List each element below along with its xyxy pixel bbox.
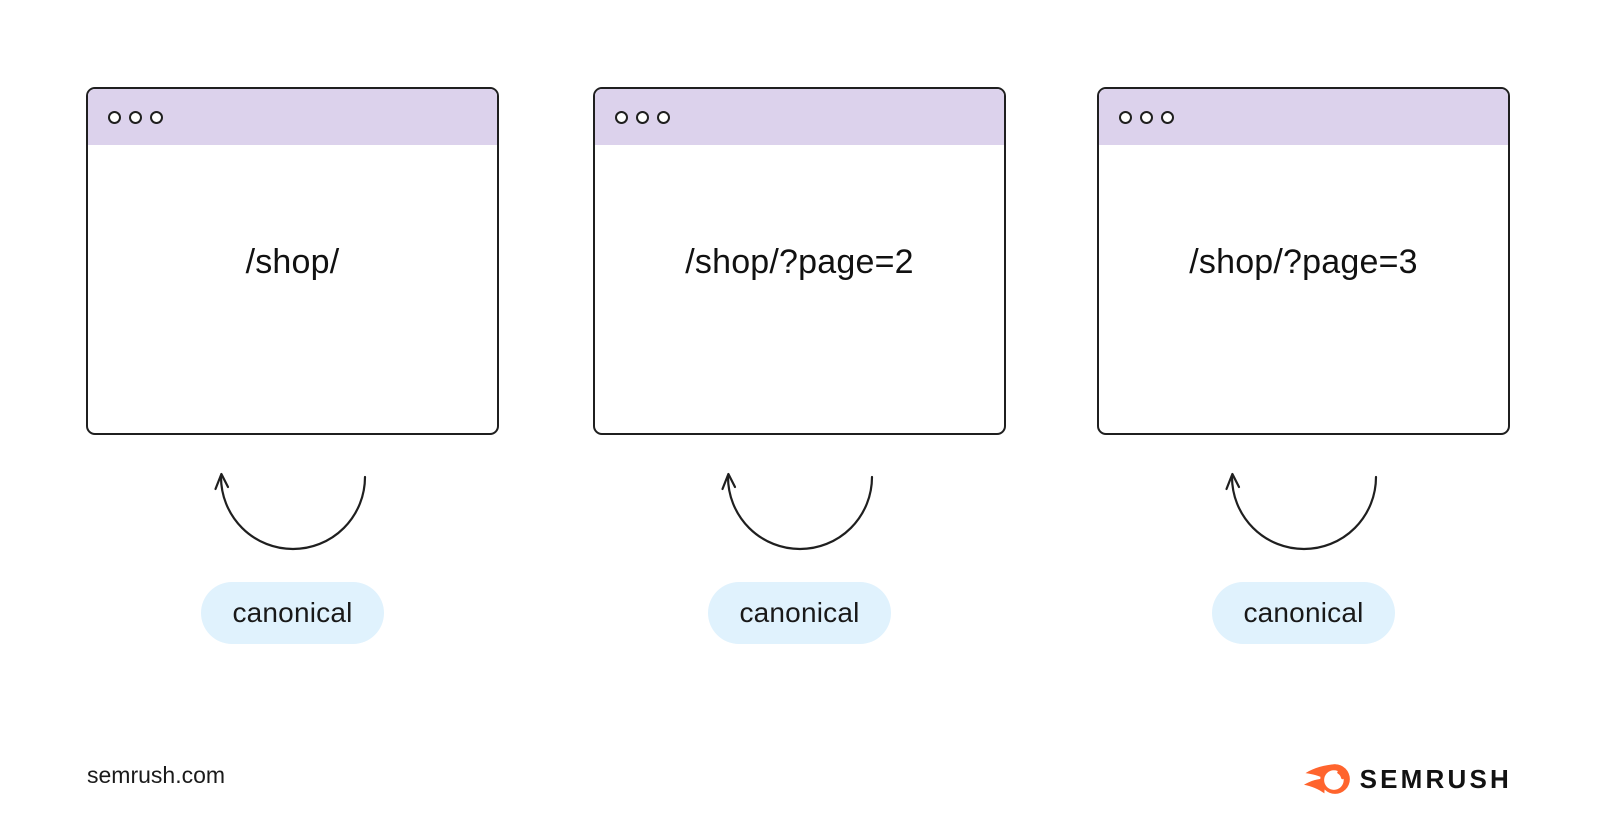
- site-credit-text: semrush.com: [87, 762, 226, 788]
- window-body: /shop/: [88, 145, 497, 431]
- window-control-dot-icon: [1140, 110, 1153, 124]
- window-titlebar: [595, 89, 1004, 145]
- semrush-logo: SEMRUSH: [1303, 763, 1512, 795]
- semrush-flame-icon: [1303, 764, 1350, 794]
- window-control-dot-icon: [1119, 110, 1132, 124]
- canonical-badge: canonical: [201, 582, 384, 644]
- window-body: /shop/?page=3: [1099, 145, 1508, 431]
- self-loop-arrow-icon: [720, 472, 873, 551]
- canonical-badge: canonical: [708, 582, 891, 644]
- self-loop-arrow-icon: [213, 472, 366, 551]
- semrush-wordmark: SEMRUSH: [1359, 764, 1512, 794]
- window-control-dot-icon: [636, 110, 649, 124]
- browser-window-group-1: /shop/ canonical: [86, 87, 499, 644]
- canonical-badge-label: canonical: [232, 597, 353, 628]
- window-control-dot-icon: [108, 110, 121, 124]
- window-control-dot-icon: [1161, 110, 1174, 124]
- window-control-dot-icon: [657, 110, 670, 124]
- window-body: /shop/?page=2: [595, 145, 1004, 431]
- browser-window: /shop/: [86, 87, 499, 435]
- self-loop-arrow-icon: [1224, 472, 1377, 551]
- browser-window: /shop/?page=2: [593, 87, 1006, 435]
- canonical-badge-label: canonical: [739, 597, 860, 628]
- page-url: /shop/?page=2: [685, 242, 914, 281]
- window-control-dot-icon: [150, 110, 163, 124]
- window-control-dot-icon: [129, 110, 142, 124]
- page-url: /shop/?page=3: [1189, 242, 1418, 281]
- canonical-badge-label: canonical: [1243, 597, 1364, 628]
- canonical-badge: canonical: [1212, 582, 1395, 644]
- window-titlebar: [88, 89, 497, 145]
- page-url: /shop/: [245, 242, 340, 281]
- browser-window-group-3: /shop/?page=3 canonical: [1097, 87, 1510, 644]
- browser-window-group-2: /shop/?page=2 canonical: [593, 87, 1006, 644]
- browser-window: /shop/?page=3: [1097, 87, 1510, 435]
- window-control-dot-icon: [615, 110, 628, 124]
- window-titlebar: [1099, 89, 1508, 145]
